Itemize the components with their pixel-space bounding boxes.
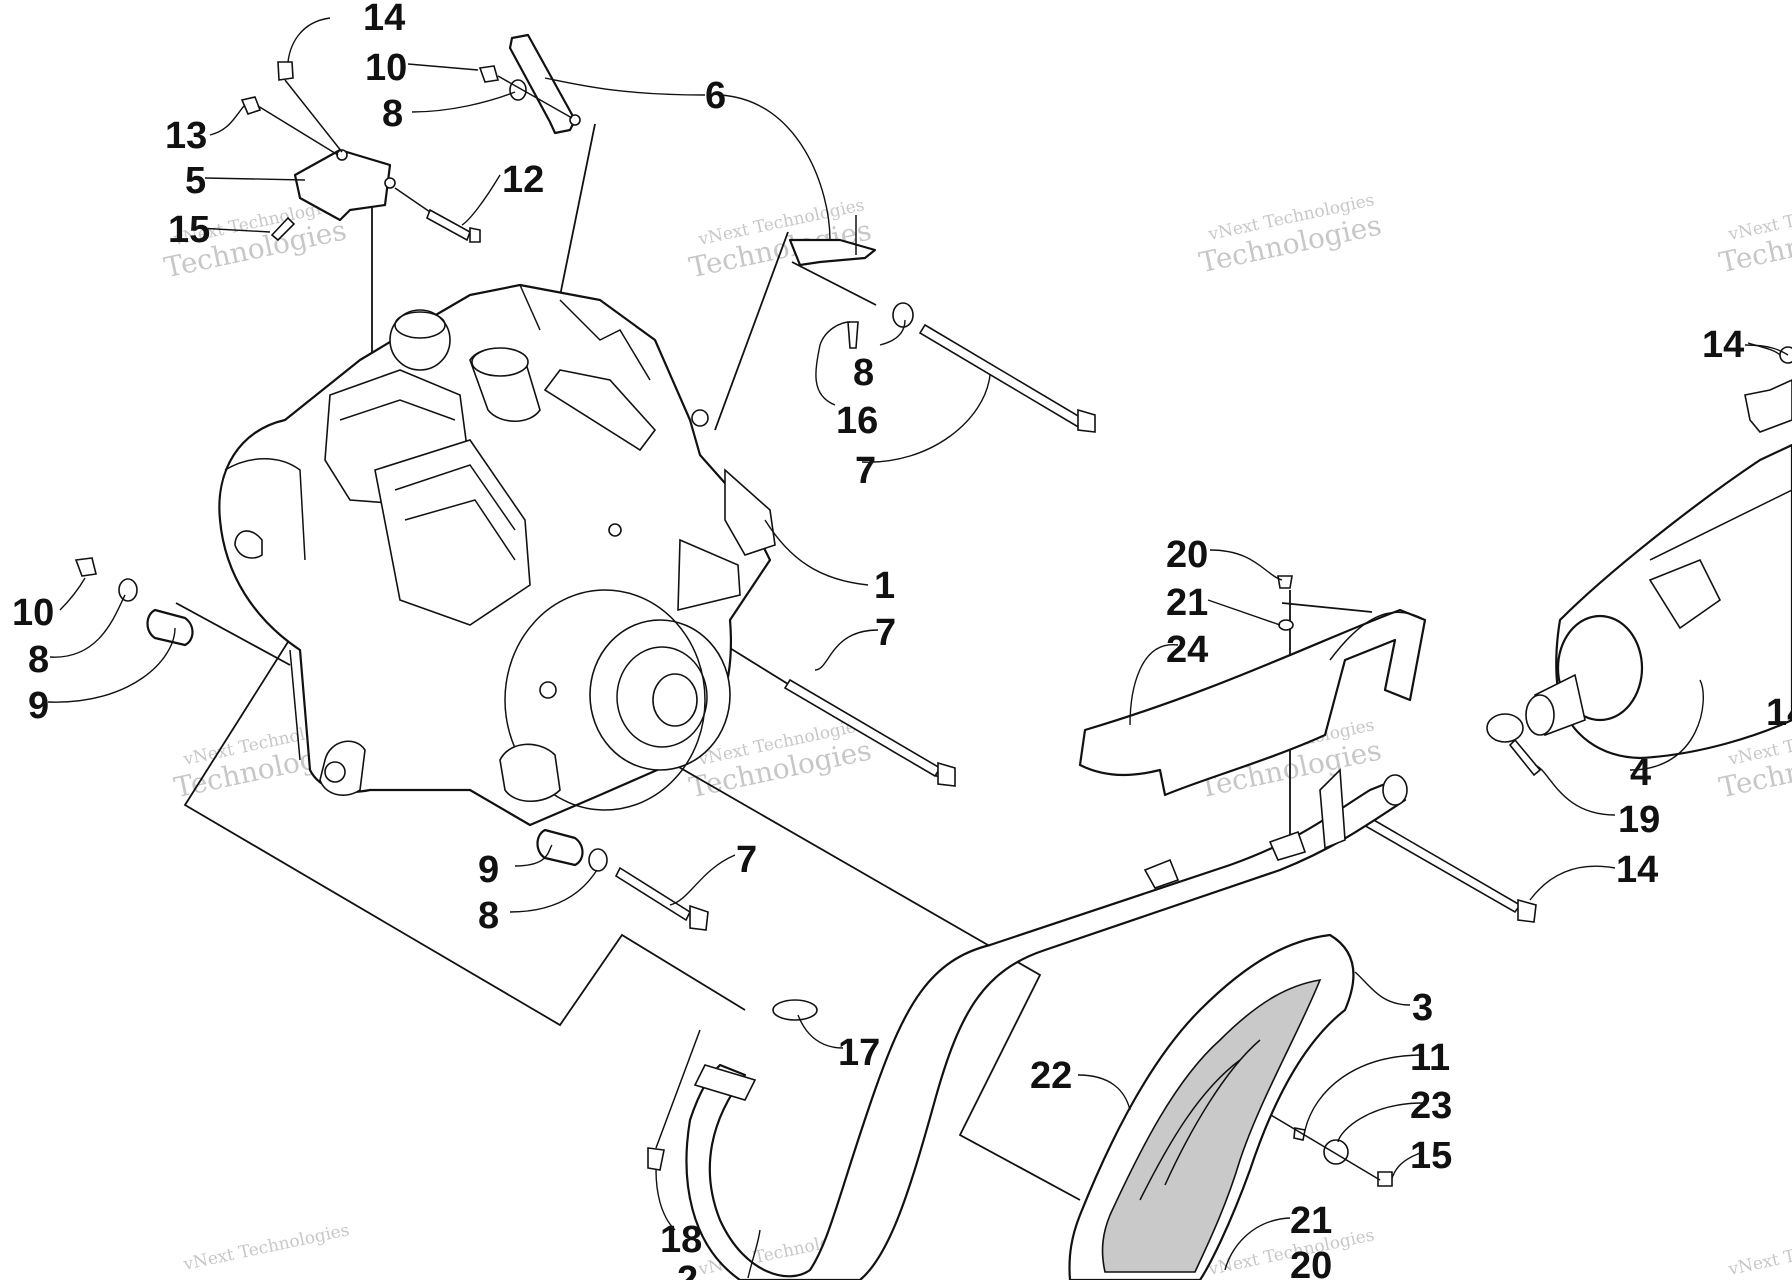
callout-18: 18 xyxy=(660,1219,702,1261)
callout-23: 23 xyxy=(1410,1085,1452,1127)
callout-20: 20 xyxy=(1290,1245,1332,1280)
callout-15: 15 xyxy=(1410,1135,1452,1177)
callout-8: 8 xyxy=(28,639,49,681)
callout-21: 21 xyxy=(1166,582,1208,624)
engine-bracket-5 xyxy=(293,148,396,222)
watermark: vNext Technologies xyxy=(1726,1225,1792,1280)
watermark: vNext Technologies Technologies xyxy=(1196,190,1384,279)
assembly-lines xyxy=(175,123,1373,1201)
callout-14: 14 xyxy=(1702,324,1744,366)
callout-6: 6 xyxy=(705,75,726,117)
callout-2: 2 xyxy=(677,1259,698,1280)
callout-14: 14 xyxy=(1616,849,1658,891)
callout-7: 7 xyxy=(875,612,896,654)
callout-16: 16 xyxy=(836,400,878,442)
callout-11: 11 xyxy=(1410,1037,1450,1079)
heat-shield-24 xyxy=(1078,608,1427,797)
callout-13: 13 xyxy=(165,115,207,157)
fasteners xyxy=(74,61,1792,1187)
callout-3: 3 xyxy=(1412,987,1433,1029)
callout-5: 5 xyxy=(185,160,206,202)
callout-17: 17 xyxy=(838,1032,880,1074)
callout-10: 10 xyxy=(365,47,407,89)
callout-21: 21 xyxy=(1290,1200,1332,1242)
callout-1: 1 xyxy=(874,565,895,607)
callout-labels: 14 10 8 6 13 5 12 15 8 16 7 14 1 7 10 8 … xyxy=(12,0,1792,1280)
leader-lines xyxy=(47,17,1789,1279)
callout-9: 9 xyxy=(478,849,499,891)
callout-15: 15 xyxy=(168,209,210,251)
callout-7: 7 xyxy=(736,839,757,881)
callout-20: 20 xyxy=(1166,534,1208,576)
exhaust-header-pipe xyxy=(685,768,1408,1280)
watermark-line-1: vNext Technologies xyxy=(1726,1225,1792,1280)
callout-10: 10 xyxy=(12,592,54,634)
watermark: vNext Technologies Technologies xyxy=(1716,190,1792,279)
engine-assembly xyxy=(218,283,776,827)
callout-24: 24 xyxy=(1166,629,1208,671)
heat-shield-3 xyxy=(1068,933,1355,1280)
exhaust-bracket-6 xyxy=(788,215,877,267)
callout-19: 19 xyxy=(1618,799,1660,841)
callout-14: 14 xyxy=(1766,692,1792,734)
watermark: vNext Technologies Technologies xyxy=(686,195,874,284)
callout-14: 14 xyxy=(363,0,405,39)
watermark: vNext Technologies xyxy=(181,1220,351,1275)
watermark-line-1: vNext Technologies xyxy=(181,1220,351,1275)
callout-8: 8 xyxy=(478,895,499,937)
callout-7: 7 xyxy=(855,450,876,492)
callout-22: 22 xyxy=(1030,1055,1072,1097)
callout-12: 12 xyxy=(502,159,544,201)
muffler-4 xyxy=(1525,379,1792,760)
callout-9: 9 xyxy=(28,685,49,727)
callout-4: 4 xyxy=(1630,752,1651,794)
callout-8: 8 xyxy=(382,93,403,135)
engine-bracket-6 xyxy=(508,33,581,135)
callout-8: 8 xyxy=(853,352,874,394)
